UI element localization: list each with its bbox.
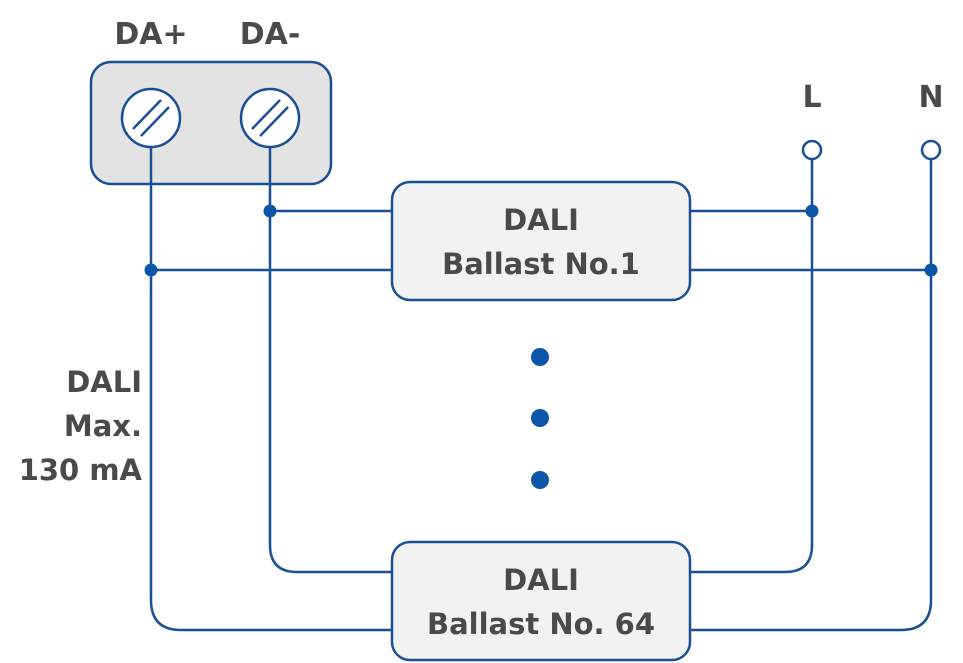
terminal-label-da-minus: DA- [240,17,301,52]
ballast-box-64 [390,540,692,662]
junction-dot [263,204,277,218]
ballast-64-label-line2: Ballast No. 64 [427,607,655,641]
ballast-64-label-line1: DALI [503,563,579,597]
junction-dot [144,263,158,277]
wire-da-minus [268,148,392,574]
ellipsis-dot [531,409,549,427]
wire-da-plus [149,148,392,632]
junction-dot [805,204,819,218]
terminal-ring-line [801,139,823,161]
mains-label-line: L [802,80,821,115]
wiring [149,148,933,632]
junction-dot [924,263,938,277]
bus-note-line1: DALI [66,365,142,399]
ballast-box-1 [390,180,692,302]
wire-line [690,160,814,574]
terminal-ring-neutral [920,139,942,161]
ellipsis-dot [531,471,549,489]
wire-neutral [690,160,933,632]
ballast-1-label-line2: Ballast No.1 [442,247,640,281]
screw-icon-da-minus [239,87,301,149]
bus-note-line2: Max. [64,409,142,443]
screw-icon-da-plus [120,87,182,149]
ellipsis-dot [531,348,549,366]
terminal-label-da-plus: DA+ [114,17,187,52]
bus-note-line3: 130 mA [19,453,143,487]
ballast-1-label-line1: DALI [503,203,579,237]
mains-label-neutral: N [918,80,943,115]
